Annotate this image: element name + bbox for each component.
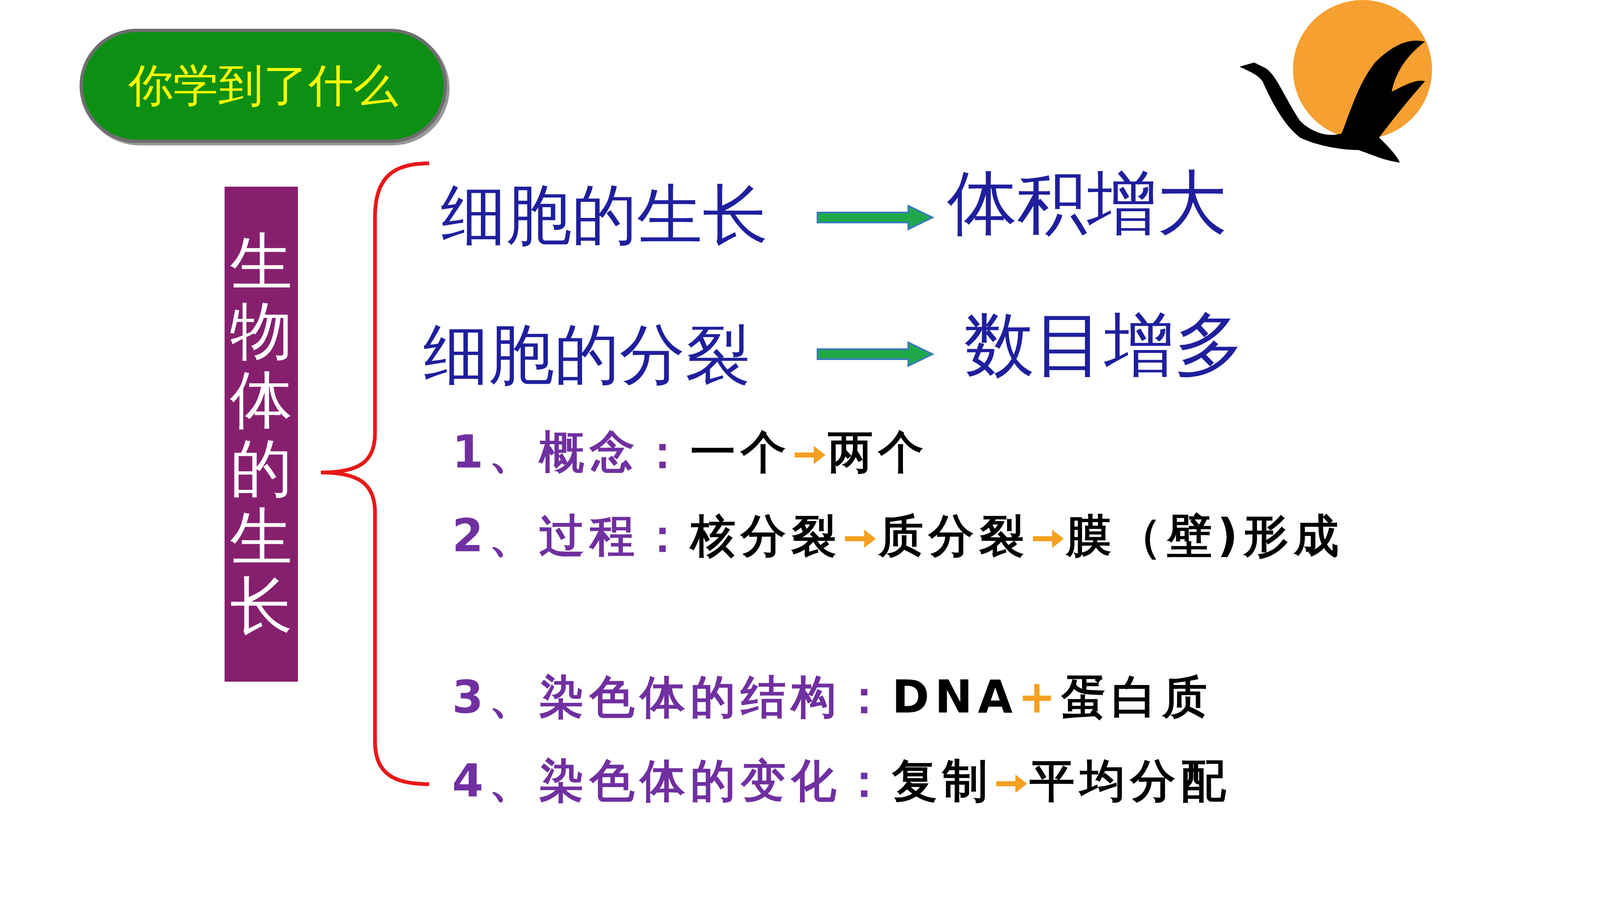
item-heading: 4、染色体的变化：	[452, 754, 893, 807]
item-text: 一个	[690, 425, 792, 478]
text-row: 1、概念：一个两个	[452, 413, 1428, 491]
orange-arrow	[792, 442, 827, 468]
orange-arrow	[994, 771, 1028, 797]
heading-text: 细胞的分裂	[423, 318, 751, 391]
vertical-band: 生物体的生长	[224, 186, 298, 682]
heading-text: 体积增大	[947, 164, 1228, 242]
item-text: 平均分配	[1029, 754, 1232, 807]
item-text: 核分裂	[690, 509, 842, 562]
item-text: 蛋白质	[1061, 670, 1213, 723]
heading-text: 数目增多	[964, 306, 1245, 384]
orange-arrow	[843, 526, 877, 552]
item-text: 质分裂	[878, 509, 1030, 562]
item-heading: 1、概念：	[452, 425, 691, 478]
text-row: 4、染色体的变化：复制平均分配	[452, 742, 1428, 820]
item-text: DNA	[892, 670, 1019, 723]
green-arrow	[817, 205, 933, 230]
item-heading: 3、染色体的结构：	[452, 670, 893, 723]
orange-arrow	[1031, 526, 1065, 552]
item-text: 两个	[827, 425, 929, 478]
text-row: 3、染色体的结构：DNA+蛋白质	[452, 658, 1428, 736]
item-heading: 2、过程：	[452, 509, 691, 562]
text-row: 2、过程：核分裂质分裂膜（壁)形成	[452, 497, 1428, 575]
plus-sign: +	[1017, 670, 1061, 723]
green-arrow	[817, 342, 933, 366]
item-text: 复制	[892, 754, 993, 807]
item-text: 膜（壁)形成	[1066, 509, 1345, 562]
title-text: 你学到了什么	[128, 55, 399, 117]
band-text: 生物体的生长	[230, 227, 293, 641]
title-pill: 你学到了什么	[79, 28, 448, 143]
goose-silhouette	[1239, 40, 1425, 163]
heading-text: 细胞的生长	[440, 179, 768, 252]
red-brace	[320, 163, 430, 785]
